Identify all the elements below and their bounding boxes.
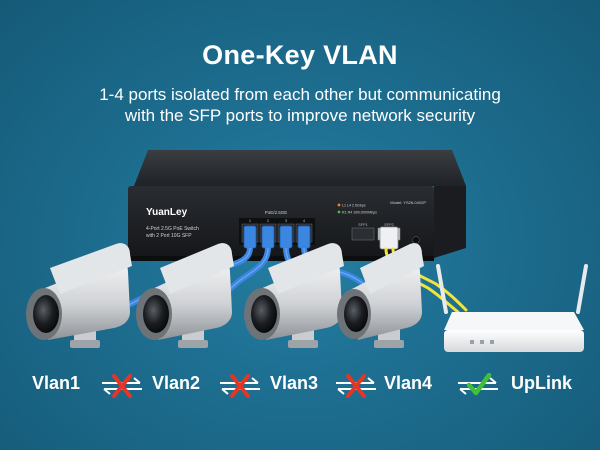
svg-text:SFP1: SFP1: [358, 223, 368, 227]
switch-brand: YuanLey: [146, 207, 188, 218]
svg-text:SFP2: SFP2: [384, 223, 394, 227]
label-uplink: UpLink: [511, 373, 572, 393]
router-antenna-right: [576, 264, 588, 314]
switch-device: YuanLey 4-Port 2.5G PoE Switch with 2 Po…: [128, 150, 466, 261]
ethernet-plugs: [243, 225, 399, 250]
router-body: [444, 330, 584, 352]
led-legend-2: R1 R4 100/1000Mbps: [342, 211, 377, 215]
label-vlan1: Vlan1: [32, 373, 81, 393]
switch-desc-2: with 2 Port 10G SFP: [146, 233, 192, 239]
svg-text:4: 4: [303, 218, 306, 223]
switch-top: [134, 150, 466, 186]
led-legend-1: L1 L4 2.5Gbps: [342, 204, 366, 208]
camera-1: [26, 243, 132, 348]
camera-3-lens: [251, 295, 277, 333]
label-vlan2: Vlan2: [152, 373, 201, 393]
camera-4-lens: [344, 296, 368, 332]
blocked-link-icon: [336, 374, 376, 398]
allowed-link-icon: [458, 373, 498, 396]
camera-2: [136, 243, 234, 348]
switch-desc-1: 4-Port 2.5G PoE Switch: [146, 226, 199, 232]
subtitle-line-2: with the SFP ports to improve network se…: [124, 106, 476, 125]
sfp-port-1[interactable]: SFP1: [351, 223, 375, 241]
svg-text:2: 2: [267, 218, 270, 223]
ports-header: PoE/2.5GE: [265, 210, 288, 215]
page-subtitle: 1-4 ports isolated from each other but c…: [0, 84, 600, 126]
page-title: One-Key VLAN: [202, 40, 398, 70]
camera-1-lens: [33, 295, 59, 333]
vlan-legend: Vlan1 Vlan2 Vlan3 Vlan4: [0, 373, 600, 401]
camera-4: [337, 243, 424, 348]
switch-model: Model: YS26-0402P: [390, 200, 426, 205]
label-vlan3: Vlan3: [270, 373, 319, 393]
label-vlan4: Vlan4: [384, 373, 433, 393]
switch-side: [434, 186, 466, 258]
svg-text:1: 1: [249, 218, 252, 223]
svg-text:3: 3: [285, 218, 288, 223]
reset-button[interactable]: [412, 236, 420, 244]
camera-3: [244, 243, 344, 348]
blocked-link-icon: [220, 374, 260, 398]
router-antenna-left: [436, 264, 448, 314]
camera-2-lens: [143, 295, 169, 333]
subtitle-line-1: 1-4 ports isolated from each other but c…: [99, 85, 501, 104]
blocked-link-icon: [102, 374, 142, 398]
router-device: [436, 264, 588, 352]
